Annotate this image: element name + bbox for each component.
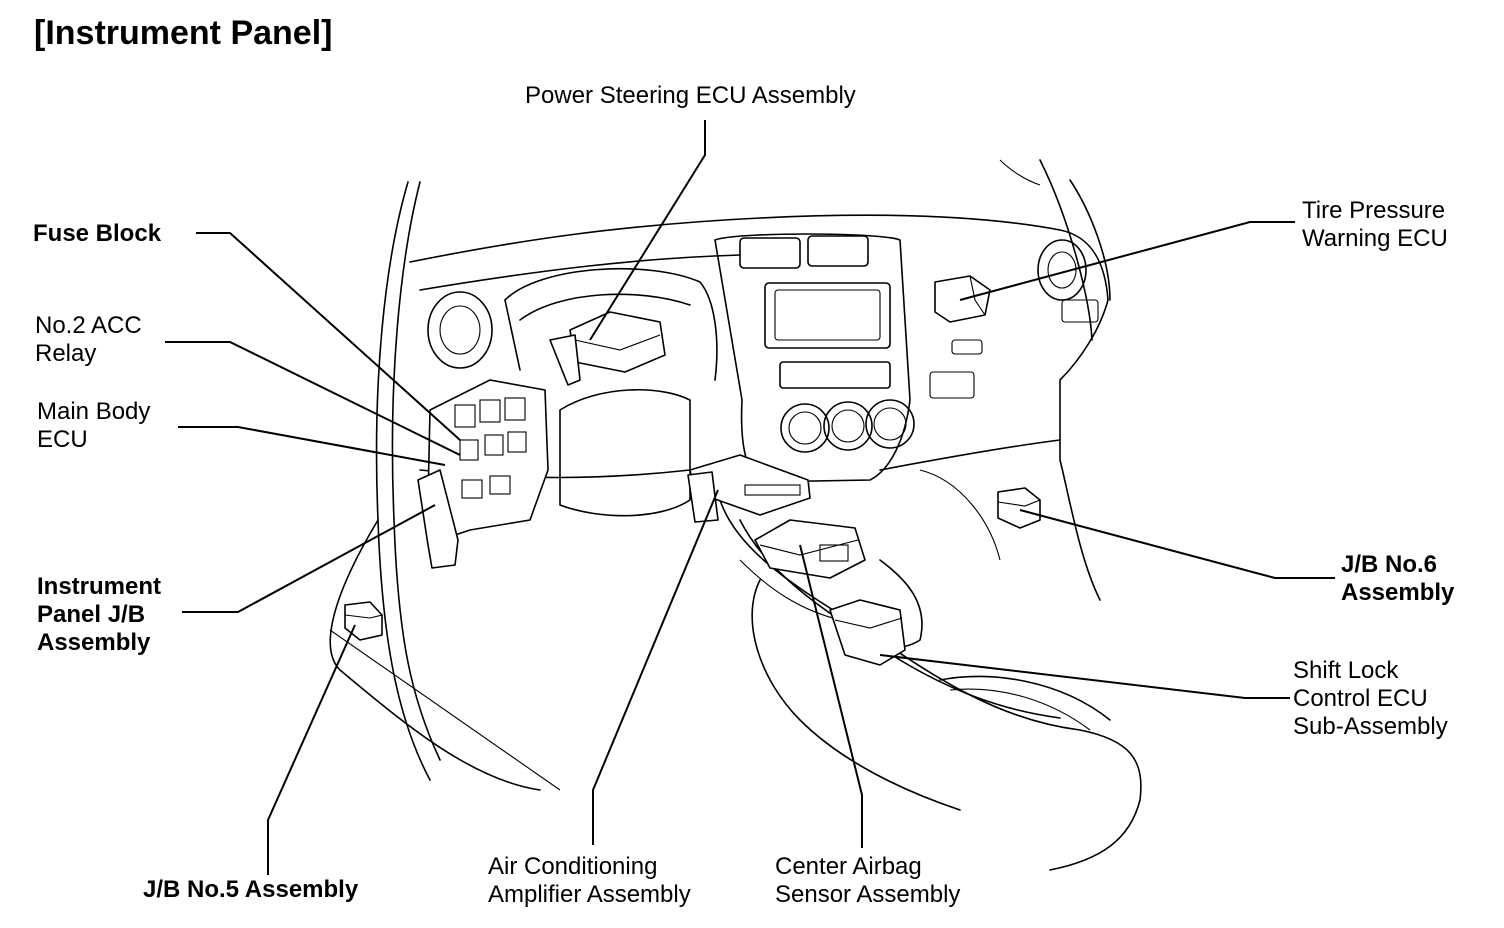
label-tire-pressure-ecu: Tire Pressure Warning ECU — [1302, 197, 1448, 253]
label-ip-jb-line2: Panel J/B — [37, 601, 146, 628]
shift-lock-ecu-part — [829, 599, 906, 666]
label-main-body-line2: ECU — [37, 426, 88, 453]
jb6-part — [997, 487, 1041, 529]
label-airbag-line1: Center Airbag — [775, 853, 922, 880]
label-acc-relay-line2: Relay — [35, 340, 97, 367]
label-ac-amp-line1: Air Conditioning — [488, 853, 658, 880]
label-jb6-assembly: J/B No.6 Assembly — [1341, 551, 1454, 607]
leader-ac-amp — [592, 489, 719, 845]
leader-tire-pressure — [959, 221, 1295, 301]
label-tpws-line2: Warning ECU — [1302, 225, 1448, 252]
power-steering-ecu-part — [549, 311, 666, 386]
label-ip-jb-line1: Instrument — [37, 573, 162, 600]
label-airbag-line2: Sensor Assembly — [775, 881, 961, 908]
leader-power-steering — [589, 120, 706, 341]
label-main-body-line1: Main Body — [37, 398, 151, 425]
label-center-airbag-sensor: Center Airbag Sensor Assembly — [775, 853, 960, 909]
label-jb6-line1: J/B No.6 — [1341, 551, 1438, 578]
leader-jb5 — [267, 624, 356, 875]
body-outline — [329, 159, 1111, 791]
label-main-body-ecu: Main Body ECU — [37, 398, 150, 454]
label-fuse-block: Fuse Block — [33, 220, 162, 247]
label-jb6-line2: Assembly — [1341, 579, 1455, 606]
leader-ip-jb — [182, 504, 436, 613]
ac-amplifier-part — [687, 454, 811, 523]
label-ac-amplifier: Air Conditioning Amplifier Assembly — [488, 853, 691, 909]
instrument-panel-jb-part — [417, 379, 549, 569]
label-shift-lock-ecu: Shift Lock Control ECU Sub-Assembly — [1293, 657, 1448, 741]
page-title: [Instrument Panel] — [34, 14, 333, 52]
center-console — [719, 499, 1142, 871]
leader-jb6 — [1019, 509, 1335, 579]
leader-main-body — [178, 426, 446, 466]
label-shift-lock-line1: Shift Lock — [1293, 657, 1399, 684]
jb5-part — [344, 601, 383, 641]
leader-acc-relay — [165, 341, 461, 456]
leader-fuse-block — [196, 232, 461, 441]
leader-shift-lock — [879, 654, 1290, 699]
label-shift-lock-line3: Sub-Assembly — [1293, 713, 1448, 740]
label-instrument-panel-jb: Instrument Panel J/B Assembly — [37, 573, 161, 657]
leader-airbag — [799, 544, 863, 848]
label-tpws-line1: Tire Pressure — [1302, 197, 1446, 224]
leader-lines — [165, 120, 1335, 875]
label-shift-lock-line2: Control ECU — [1293, 685, 1428, 712]
label-acc-relay: No.2 ACC Relay — [35, 312, 142, 368]
center-airbag-sensor-part — [754, 519, 866, 579]
dashboard — [409, 214, 1109, 601]
label-power-steering-ecu: Power Steering ECU Assembly — [525, 82, 856, 109]
label-ac-amp-line2: Amplifier Assembly — [488, 881, 691, 908]
label-ip-jb-line3: Assembly — [37, 629, 151, 656]
label-jb5-assembly: J/B No.5 Assembly — [143, 876, 359, 903]
label-acc-relay-line1: No.2 ACC — [35, 312, 142, 339]
